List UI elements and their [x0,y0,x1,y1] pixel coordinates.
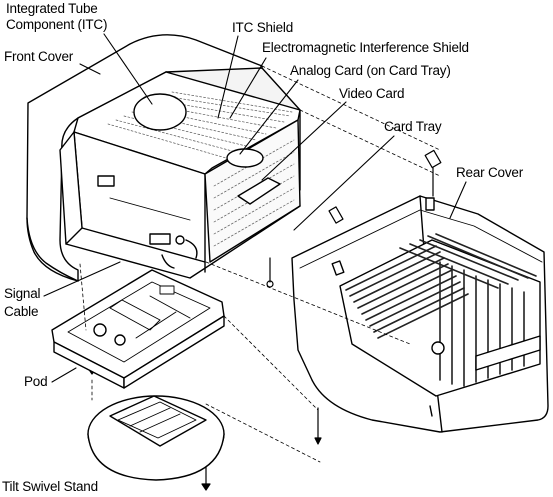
leader-lines [43,33,467,383]
leader-video-card [261,101,347,181]
analog-card-label: Analog Card (on Card Tray) [290,63,451,78]
chassis-itc [59,67,301,279]
leader-signal-cable [43,261,121,297]
leader-pod [51,367,77,383]
leader-card-tray [293,135,395,231]
leader-emi-shield [229,57,267,119]
assembly-guide-lines [79,65,441,463]
itc-label-line2: Component (ITC) [6,17,108,32]
leader-rear-cover [449,181,467,219]
tilt-swivel-stand [87,395,225,481]
video-card-label: Video Card [339,86,405,101]
rear-cover [291,195,549,433]
tilt-swivel-stand-label: Tilt Swivel Stand [2,479,98,494]
video-card-oval [226,148,264,168]
front-cover-label: Front Cover [4,49,74,64]
itc-shield-label: ITC Shield [232,20,294,35]
signal-cable-label-line1: Signal [4,286,41,301]
itc-shield-oval [133,93,187,131]
leader-front-cover [79,63,101,75]
card-tray [237,177,281,205]
signal-cable-label-line2: Cable [4,304,39,319]
itc-label-line1: Integrated Tube [6,1,98,16]
pod [51,269,225,389]
leader-itc-shield [217,35,239,119]
pod-label: Pod [24,374,48,389]
front-cover [26,34,263,282]
leader-itc [103,33,153,105]
rear-cover-label: Rear Cover [456,165,524,180]
card-tray-label: Card Tray [384,119,442,134]
emi-shield-label: Electromagnetic Interference Shield [262,40,469,55]
leader-analog-card [239,79,299,155]
